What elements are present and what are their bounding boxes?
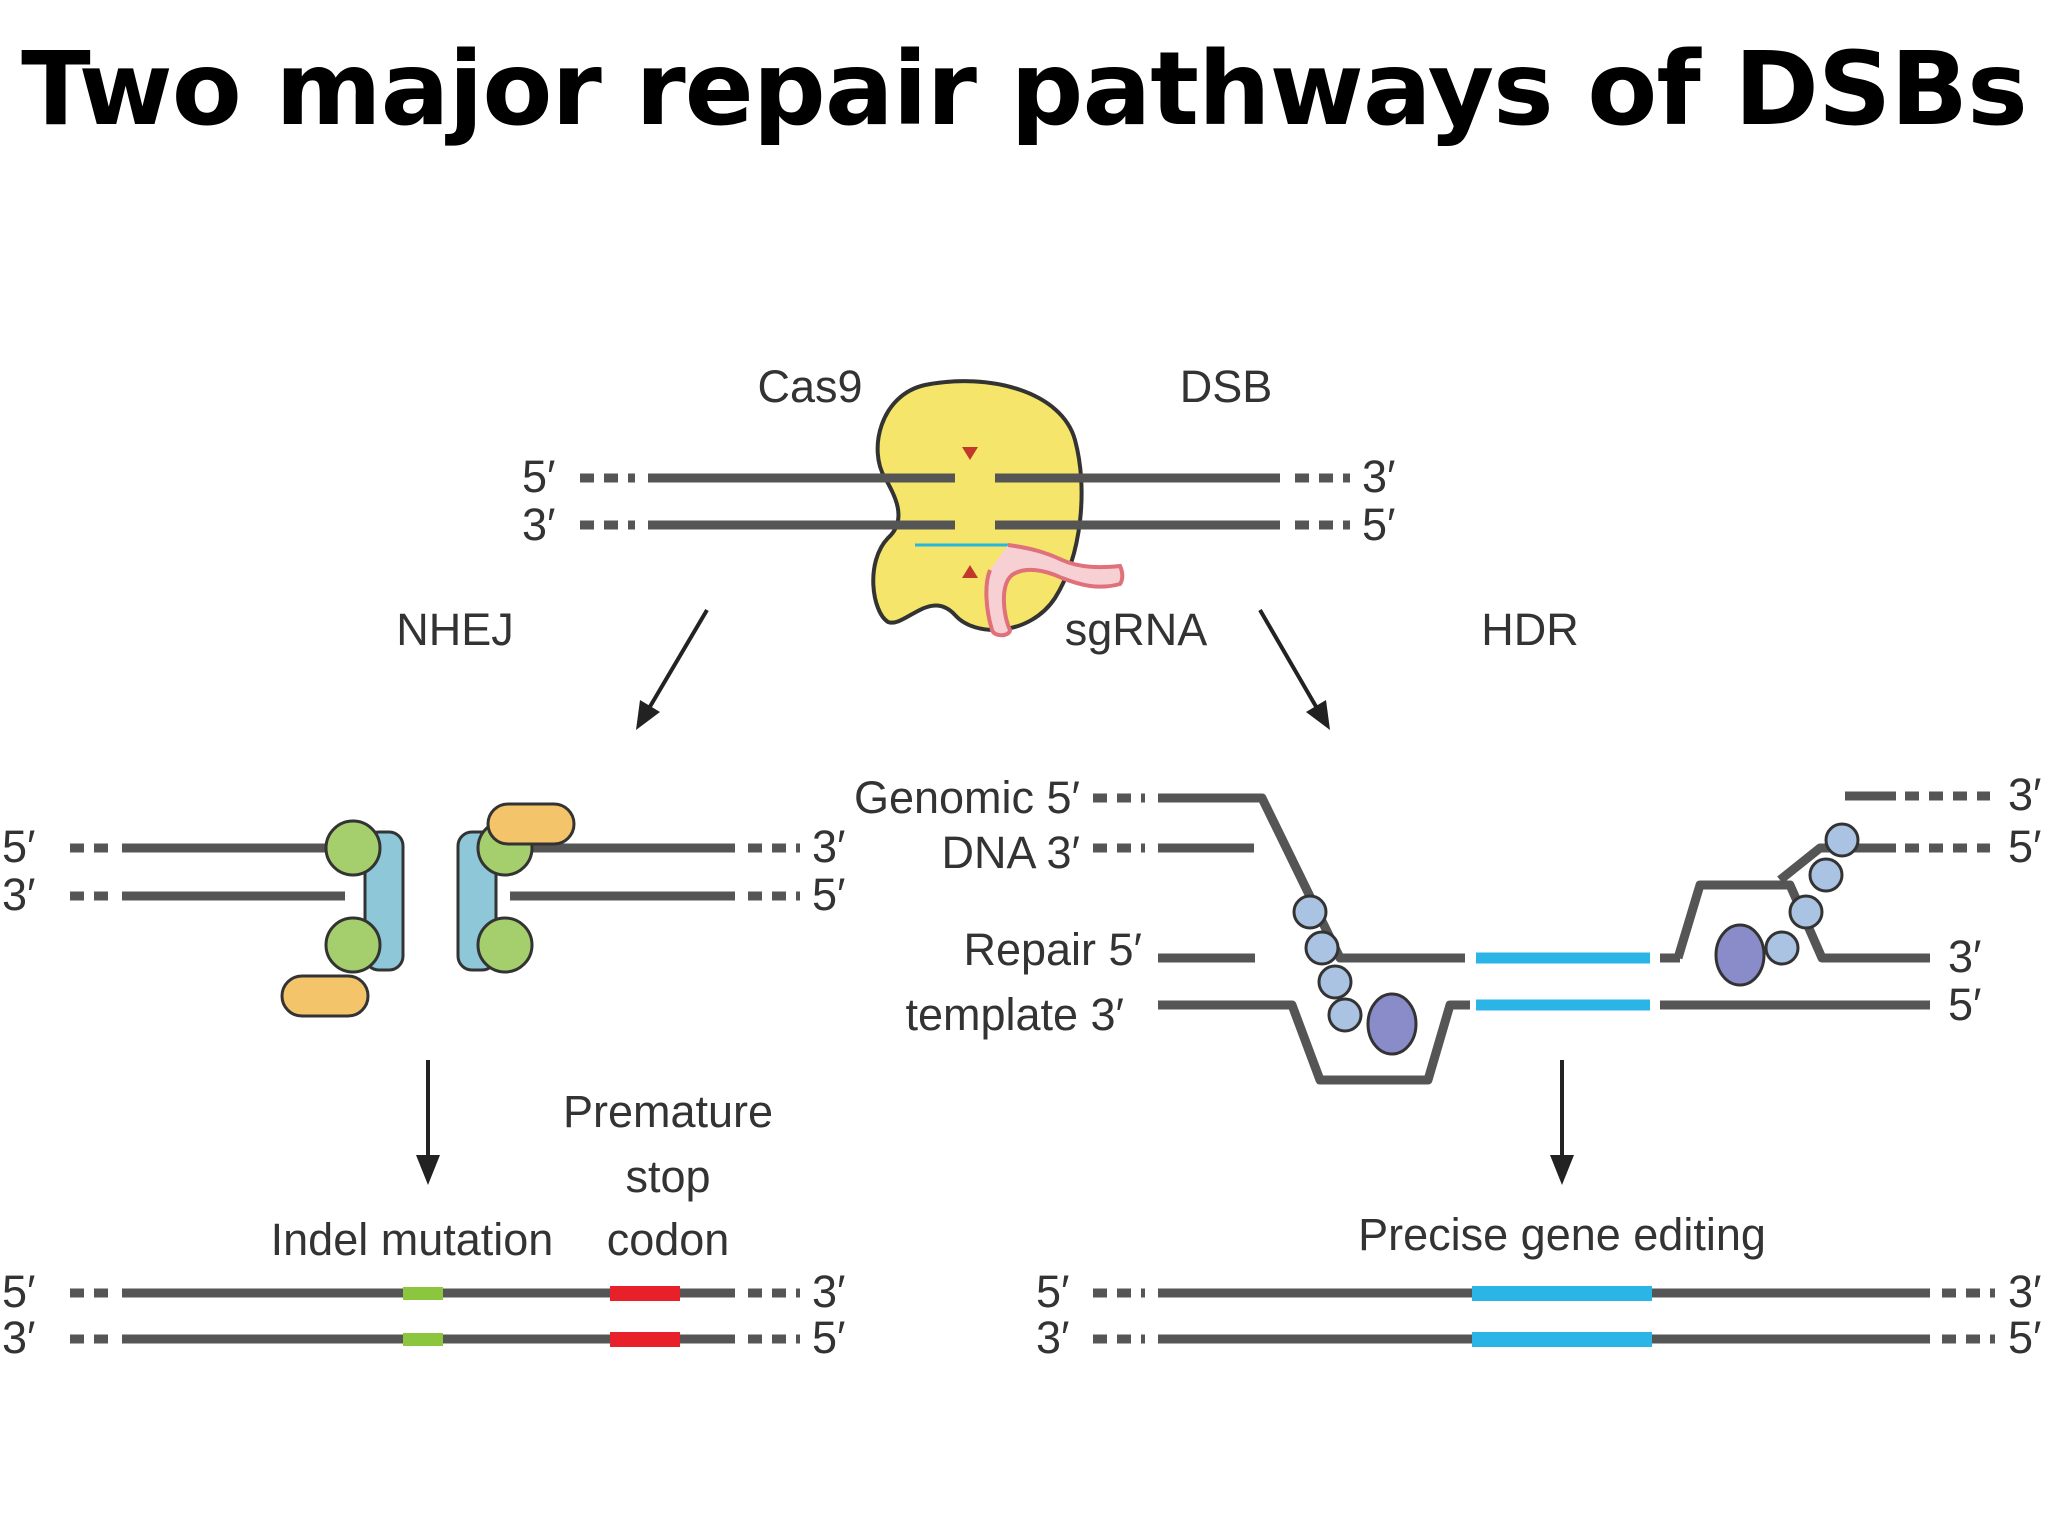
hdr-right-3-end-top: 3′: [2008, 769, 2041, 820]
hdr-right-bead-4: [1764, 930, 1800, 966]
top-left-3-end: 3′: [522, 499, 555, 550]
premature-label-line3: codon: [607, 1214, 730, 1265]
ku-left-green-top: [324, 819, 382, 877]
dna-label: DNA 3′: [942, 827, 1081, 878]
nhej-left-3-end: 3′: [2, 869, 35, 920]
indel-mark-bottom: [403, 1333, 443, 1346]
nhej-left-5-end: 5′: [2, 821, 35, 872]
premature-label-line1: Premature: [563, 1086, 773, 1137]
dsb-label: DSB: [1180, 361, 1273, 412]
ku-right-orange: [486, 802, 576, 846]
nhej-product-right-5-end: 5′: [812, 1312, 845, 1363]
hdr-left-bead-1: [1292, 894, 1328, 930]
hdr-right-3-end-mid: 3′: [1948, 931, 1981, 982]
cas9-protein: [871, 379, 1084, 632]
nhej-product-left-3-end: 3′: [2, 1312, 35, 1363]
repair-label: Repair 5′: [963, 924, 1142, 975]
hdr-product-right-3-end: 3′: [2008, 1266, 2041, 1317]
indel-label: Indel mutation: [271, 1214, 554, 1265]
edit-mark-top: [1472, 1286, 1652, 1301]
hdr-product: 5′ 3′ 3′ 5′: [1036, 1266, 2041, 1363]
nhej-arrow: [636, 608, 709, 730]
precise-editing-label: Precise gene editing: [1358, 1209, 1766, 1260]
cas9-label: Cas9: [757, 361, 862, 412]
hdr-left-bead-2: [1304, 930, 1340, 966]
sgrna-label: sgRNA: [1065, 604, 1208, 655]
hdr-right-5-end-top: 5′: [2008, 821, 2041, 872]
hdr-right-bead-3: [1788, 894, 1824, 930]
hdr-product-left-3-end: 3′: [1036, 1312, 1069, 1363]
hdr-arrow: [1258, 608, 1330, 730]
nhej-right-3-end: 3′: [812, 821, 845, 872]
hdr-down-arrow: [1550, 1060, 1574, 1185]
nhej-right-5-end: 5′: [812, 869, 845, 920]
hdr-genomic-right-strand2: [1777, 843, 1896, 884]
top-left-5-end: 5′: [522, 451, 555, 502]
ku-right-green-bottom: [476, 916, 534, 974]
edit-mark-bottom: [1472, 1332, 1652, 1347]
nhej-product-left-5-end: 5′: [2, 1266, 35, 1317]
cut-site-top-marker: [962, 447, 978, 460]
cas9-complex: 5′ 3′ 3′ 5′: [522, 379, 1395, 638]
top-right-5-end: 5′: [1362, 499, 1395, 550]
stop-codon-mark-bottom: [610, 1332, 680, 1347]
hdr-product-right-5-end: 5′: [2008, 1312, 2041, 1363]
ku-left-green-bottom: [324, 916, 382, 974]
genomic-label: Genomic 5′: [854, 772, 1080, 823]
nhej-product: 5′ 3′ 3′ 5′: [2, 1266, 845, 1363]
ku-left-orange: [280, 974, 370, 1018]
hdr-right-big-protein: [1714, 923, 1766, 987]
hdr-label: HDR: [1481, 604, 1579, 655]
stop-codon-mark-top: [610, 1286, 680, 1301]
nhej-label: NHEJ: [396, 604, 514, 655]
indel-mark-top: [403, 1287, 443, 1300]
nhej-product-right-3-end: 3′: [812, 1266, 845, 1317]
top-right-3-end: 3′: [1362, 451, 1395, 502]
nhej-intermediate: 5′ 3′ 3′ 5′: [2, 802, 845, 1018]
hdr-left-bead-3: [1317, 964, 1353, 1000]
hdr-product-left-5-end: 5′: [1036, 1266, 1069, 1317]
slide-title: Two major repair pathways of DSBs: [21, 30, 2028, 149]
premature-label-line2: stop: [625, 1151, 710, 1202]
hdr-left-bead-4: [1327, 997, 1363, 1033]
nhej-down-arrow: [416, 1060, 440, 1185]
hdr-right-5-end-mid: 5′: [1948, 979, 1981, 1030]
hdr-right-bead-2: [1808, 857, 1844, 893]
template-label: template 3′: [905, 989, 1124, 1040]
hdr-repair-strand-right: [1673, 880, 1930, 963]
hdr-left-big-protein: [1366, 992, 1418, 1056]
hdr-intermediate: 3′ 5′ 3′ 5′: [1093, 769, 2041, 1085]
sgrna-scaffold: [984, 543, 1125, 638]
hdr-genomic-left-strand1: [1158, 793, 1465, 963]
hdr-template-strand-left: [1158, 1000, 1470, 1085]
hdr-right-bead-1: [1824, 822, 1860, 858]
cut-site-bottom-marker: [962, 565, 978, 578]
